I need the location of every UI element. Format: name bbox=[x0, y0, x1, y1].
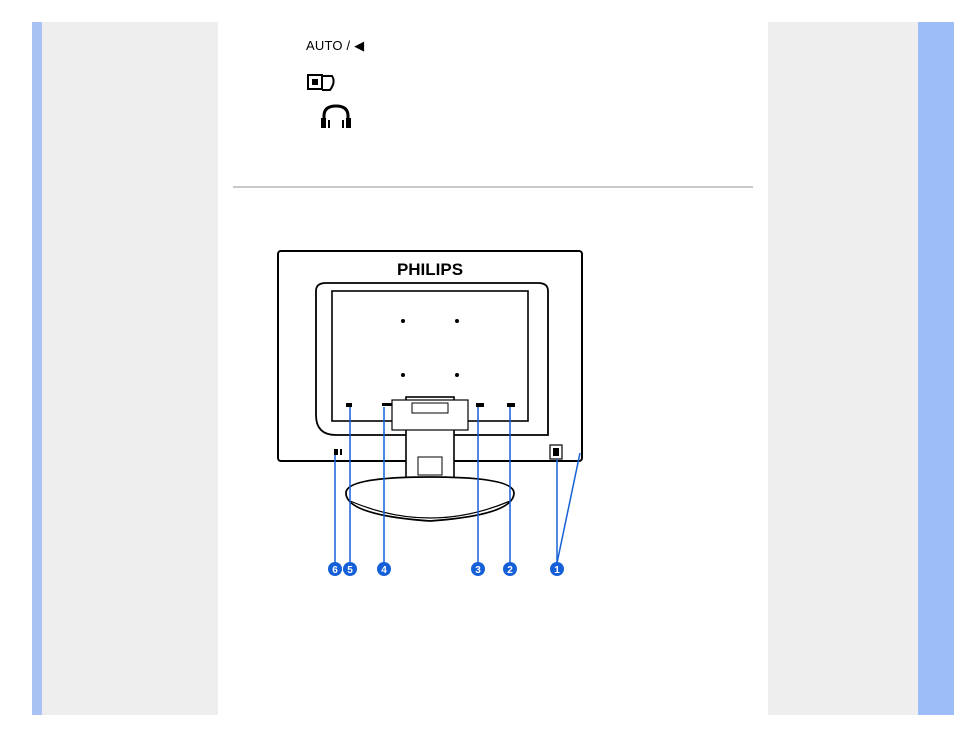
right-sidebar bbox=[768, 22, 918, 715]
section-divider bbox=[233, 186, 753, 188]
callout-4: 4 bbox=[381, 565, 387, 576]
callout-1: 1 bbox=[554, 565, 560, 576]
callout-5: 5 bbox=[347, 565, 353, 576]
headphone-icon bbox=[320, 104, 352, 135]
input-source-icon bbox=[306, 72, 340, 99]
monitor-rear-diagram: PHILIPS bbox=[270, 245, 600, 590]
callout-6: 6 bbox=[332, 565, 338, 576]
left-blue-bar bbox=[32, 22, 42, 715]
brand-logo: PHILIPS bbox=[397, 260, 463, 279]
left-sidebar bbox=[42, 22, 218, 715]
auto-button-label: AUTO / ◀ bbox=[306, 38, 364, 54]
right-blue-bar bbox=[918, 22, 954, 715]
callout-3: 3 bbox=[475, 565, 481, 576]
callout-2: 2 bbox=[507, 565, 513, 576]
